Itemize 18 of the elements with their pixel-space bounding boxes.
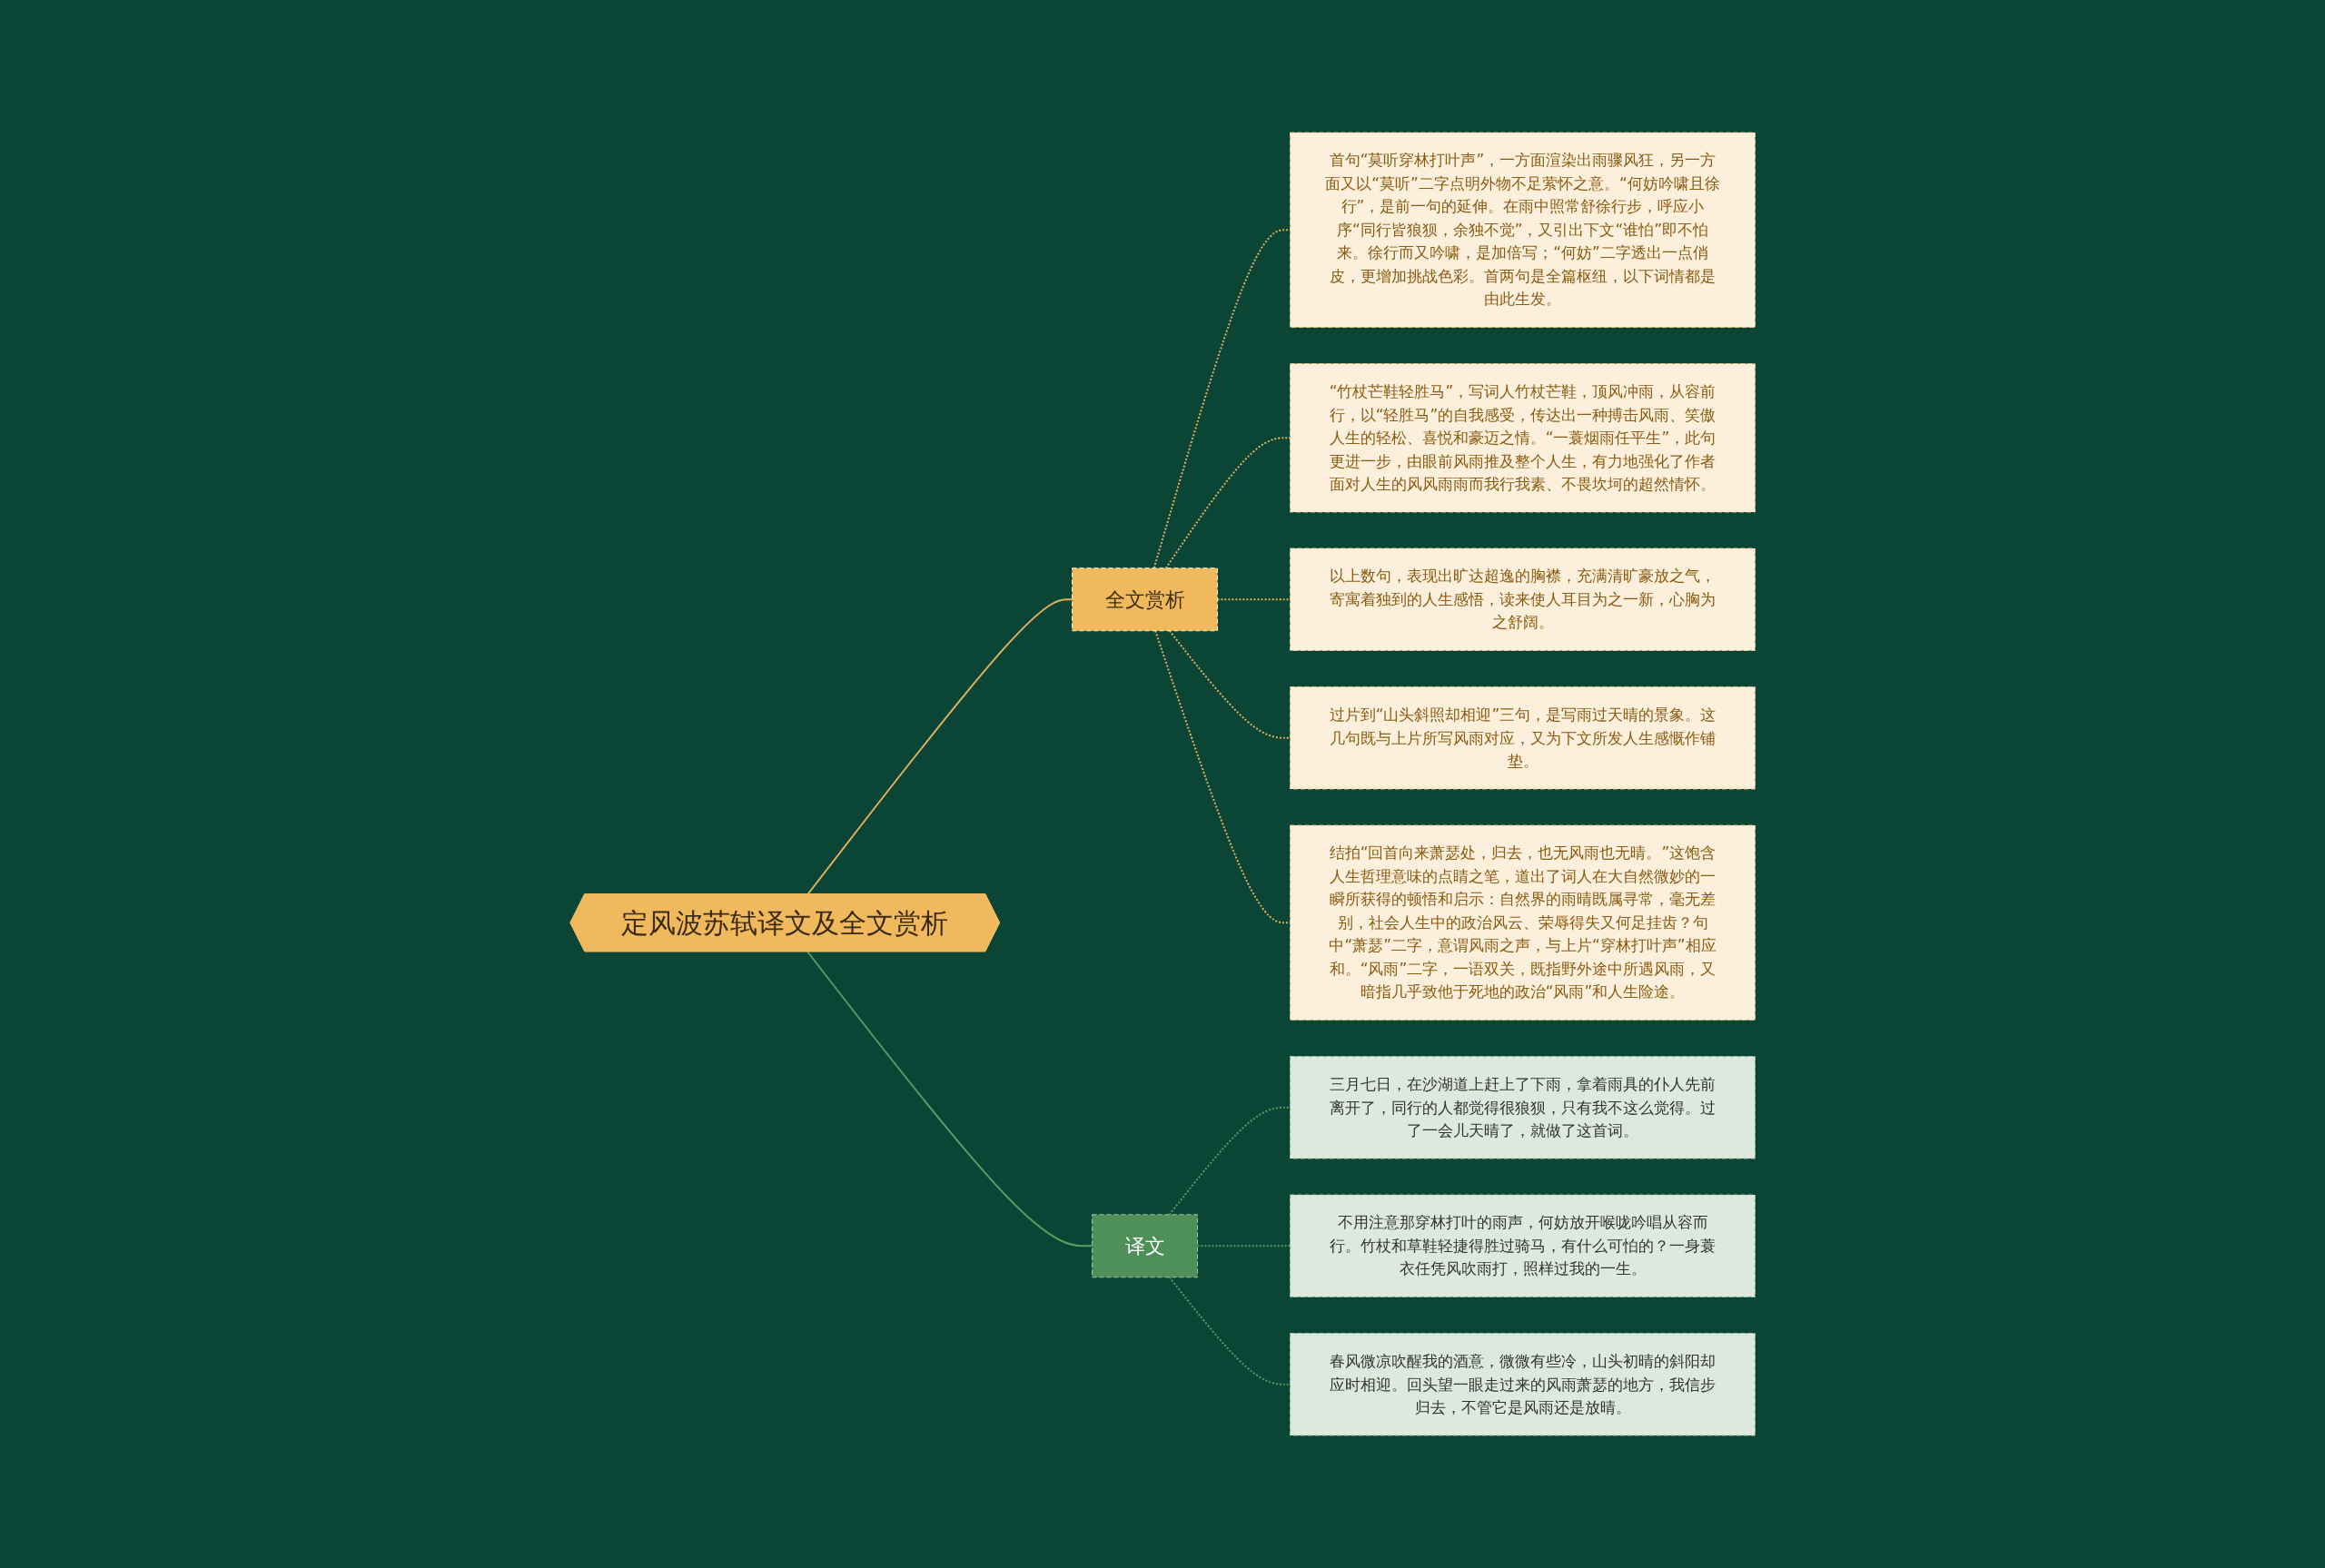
connector (1168, 1106, 1291, 1216)
node-box: 以上数句，表现出旷达超逸的胸襟，充满清旷豪放之气，寄寓着独到的人生感悟，读来使人耳目为之一新，心胸为之舒阔。 (1289, 547, 1756, 651)
connector (1216, 598, 1291, 601)
node-box: 译文 (1091, 1214, 1198, 1278)
connector (1153, 229, 1291, 569)
node-box: “竹杖芒鞋轻胜马”，写词人竹杖芒鞋，顶风冲雨，从容前行，以“轻胜马”的自我感受，传达出一种搏击风雨、笑傲人生的轻松、喜悦和豪迈之情。“一蓑烟雨任平生”，此句更进一步，由眼前风雨推及整个人生，有力地强化了作者面对人生的风风雨雨而我行我素、不畏坎坷的超然情怀。 (1289, 363, 1756, 513)
node-box: 春风微凉吹醒我的酒意，微微有些冷，山头初晴的斜阳却应时相迎。回头望一眼走过来的风雨萧瑟的地方，我信步归去，不管它是风雨还是放晴。 (1289, 1333, 1756, 1436)
node-box: 过片到“山头斜照却相迎”三句，是写雨过天晴的景象。这几句既与上片所写风雨对应，又为下文所发人生感慨作铺垫。 (1289, 686, 1756, 790)
node-box: 首句“莫听穿林打叶声”，一方面渲染出雨骤风狂，另一方面又以“莫听”二字点明外物不足萦怀之意。“何妨吟啸且徐行”，是前一句的延伸。在雨中照常舒徐行步，呼应小序“同行皆狼狈，余独不觉”，又引出下文“谁怕”即不怕来。徐行而又吟啸，是加倍写；“何妨”二字透出一点俏皮，更增加挑战色彩。首两句是全篇枢纽，以下词情都是由此生发。 (1289, 132, 1756, 328)
connector (806, 951, 1093, 1247)
connector (1168, 629, 1291, 739)
connector (1196, 1245, 1291, 1247)
node-box: 全文赏析 (1071, 567, 1218, 632)
connector (1168, 1276, 1291, 1386)
node-box: 结拍“回首向来萧瑟处，归去，也无风雨也无晴。”这饱含人生哲理意味的点睛之笔，道出了词人在大自然微妙的一瞬所获得的顿悟和启示：自然界的雨晴既属寻常，毫无差别，社会人生中的政治风云、荣辱得失又何足挂齿？句中“萧瑟”二字，意谓风雨之声，与上片“穿林打叶声”相应和。“风雨”二字，一语双关，既指野外途中所遇风雨，又暗指几乎致他于死地的政治“风雨”和人生险途。 (1289, 824, 1756, 1021)
connector (1153, 629, 1291, 924)
node-box: 不用注意那穿林打叶的雨声，何妨放开喉咙吟唱从容而行。竹杖和草鞋轻捷得胜过骑马，有什么可怕的？一身蓑衣任凭风吹雨打，照样过我的一生。 (1289, 1194, 1756, 1297)
node-box: 三月七日，在沙湖道上赶上了下雨，拿着雨具的仆人先前离开了，同行的人都觉得很狼狈，只有我不这么觉得。过了一会儿天晴了，就做了这首词。 (1289, 1056, 1756, 1159)
